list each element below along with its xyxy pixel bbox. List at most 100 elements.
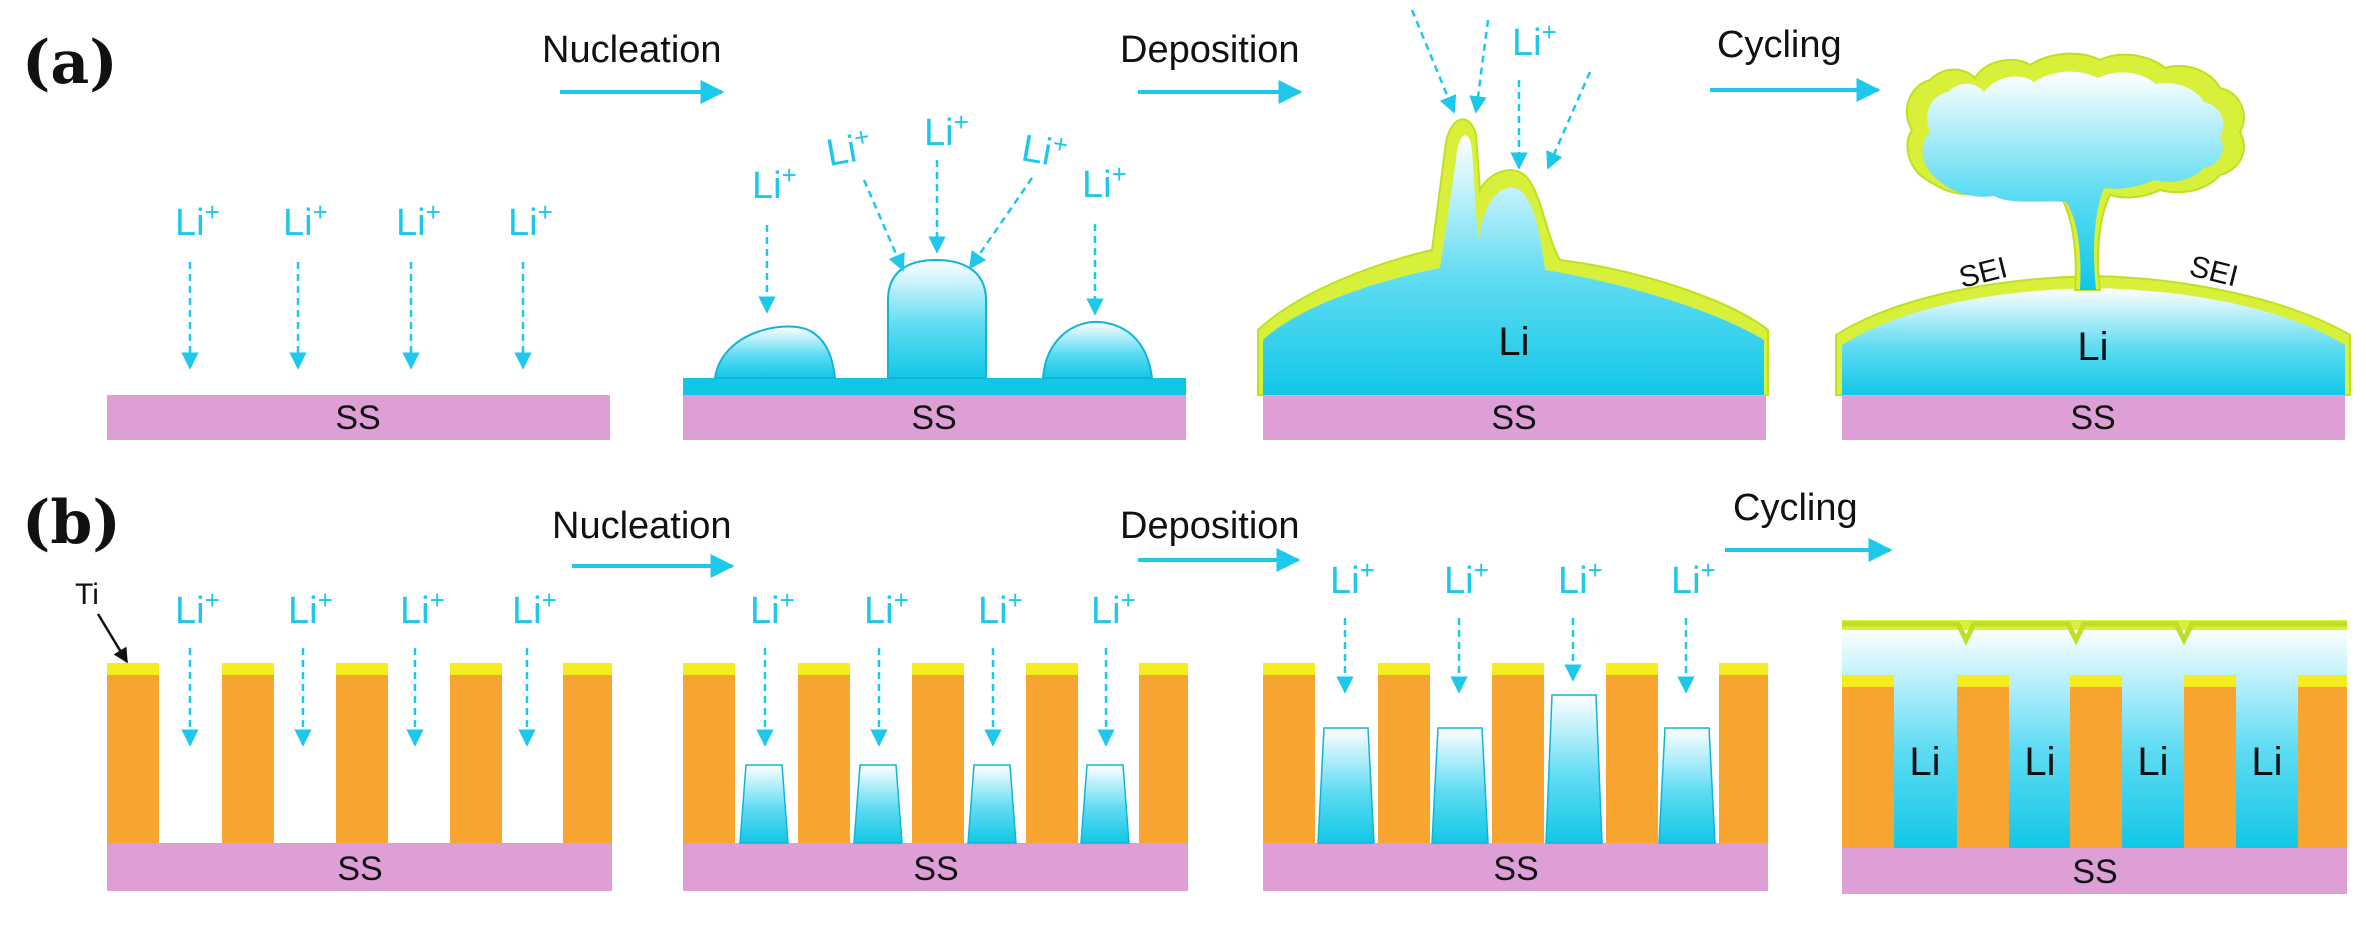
li-ion-label: Li+ <box>1671 555 1716 602</box>
pillar-array <box>1263 663 1768 843</box>
substrate <box>683 395 1186 440</box>
pillar <box>1378 675 1430 843</box>
pillar <box>2070 687 2122 848</box>
substrate <box>683 843 1188 891</box>
ti-layer <box>1378 663 1430 675</box>
panel-b-label: (b) <box>22 488 121 558</box>
pillar <box>563 675 612 843</box>
ti-layer <box>1957 675 2009 687</box>
pillar <box>1139 675 1188 843</box>
li-ion-label: Li+ <box>512 585 557 632</box>
step-b-nucleation: Nucleation <box>552 505 732 547</box>
li-ion-label: Li+ <box>288 585 333 632</box>
lithium-nucleus <box>853 764 903 844</box>
li-ion-label: Li+ <box>175 197 220 244</box>
li-ion-label: Li+ <box>1091 585 1136 632</box>
substrate-label: SS <box>1493 850 1538 888</box>
lithium-label: Li <box>1498 320 1529 364</box>
ti-layer <box>1719 663 1768 675</box>
ti-layer <box>2184 675 2236 687</box>
stage-b3: SS Li+ Li+ Li+ Li+ <box>1263 555 1768 891</box>
stage-a2: SS Li+ Li+ Li+ Li+ Li+ <box>683 107 1186 440</box>
lithium-nucleus <box>713 325 837 379</box>
substrate-label: SS <box>911 399 956 437</box>
pillar <box>2298 687 2347 848</box>
pillar <box>1492 675 1544 843</box>
pillar <box>107 675 159 843</box>
substrate <box>1842 848 2347 894</box>
stage-b2: SS Li+ Li+ Li+ Li+ <box>683 585 1188 891</box>
ti-label: Ti <box>75 578 99 611</box>
ti-layer <box>2298 675 2347 687</box>
lithium-label: Li <box>2251 740 2282 784</box>
li-ion-label: Li+ <box>508 197 553 244</box>
lithium-deposit <box>1842 288 2345 395</box>
panel-b: (b) Nucleation Deposition Cycling SS Ti … <box>22 487 2347 894</box>
substrate <box>107 843 612 891</box>
lithium-deposit <box>1317 727 1375 844</box>
pillar <box>1606 675 1658 843</box>
lithium-film <box>683 378 1186 395</box>
lithium-dendrite <box>1922 71 2224 290</box>
li-ion-label: Li+ <box>1082 159 1127 206</box>
step-b-deposition: Deposition <box>1120 505 1300 547</box>
substrate-label: SS <box>913 850 958 888</box>
ti-layer <box>2070 675 2122 687</box>
ion-flux-arrow <box>1410 9 1457 114</box>
lithium-deposit <box>1431 727 1489 844</box>
ion-flux-arrow <box>1546 71 1592 170</box>
ion-flux-arrow <box>1469 19 1490 114</box>
step-a-nucleation: Nucleation <box>542 29 722 71</box>
step-a-cycling: Cycling <box>1717 24 1842 66</box>
substrate <box>107 395 610 440</box>
lithium-label: Li <box>2077 325 2108 369</box>
step-a-deposition: Deposition <box>1120 29 1300 71</box>
li-ion-label: Li+ <box>1330 555 1375 602</box>
li-ion-label: Li+ <box>978 585 1023 632</box>
ti-pointer-arrow <box>96 613 129 664</box>
ti-layer <box>683 663 735 675</box>
stage-b4: SS Li Li Li Li <box>1842 620 2347 894</box>
li-ion-label: Li+ <box>752 160 797 207</box>
li-ion-label: Li+ <box>175 585 220 632</box>
pillar <box>1957 687 2009 848</box>
pillar-array <box>107 663 612 843</box>
pillar-array <box>1842 675 2347 848</box>
substrate-label: SS <box>335 399 380 437</box>
li-ion-label: Li+ <box>396 197 441 244</box>
pillar <box>1842 687 1894 848</box>
ti-layer <box>1492 663 1544 675</box>
pillar <box>2184 687 2236 848</box>
li-ion-label: Li+ <box>864 585 909 632</box>
pillar <box>798 675 850 843</box>
lithium-nucleus <box>1080 764 1130 844</box>
ion-group: Li+ Li+ Li+ Li+ <box>175 197 553 370</box>
stage-a3: SS Li Li+ <box>1257 9 1769 440</box>
stage-a1: SS Li+ Li+ Li+ Li+ <box>107 197 610 440</box>
ion-flux-arrow <box>968 177 1034 270</box>
li-ion-label: Li+ <box>924 107 969 154</box>
lithium-nucleus <box>1041 320 1154 379</box>
lithium-label: Li <box>1909 740 1940 784</box>
ti-layer <box>563 663 612 675</box>
ion-group: Li+ Li+ Li+ Li+ <box>1330 555 1716 694</box>
li-ion-label: Li+ <box>1512 17 1557 64</box>
ti-layer <box>450 663 502 675</box>
lithium-label: Li <box>2137 740 2168 784</box>
ti-layer <box>1026 663 1078 675</box>
step-b-cycling: Cycling <box>1733 487 1858 529</box>
stage-a4: SS SEI SEI Li <box>1835 52 2351 440</box>
pillar <box>912 675 964 843</box>
pillar <box>450 675 502 843</box>
ion-group: Li+ Li+ Li+ Li+ Li+ <box>752 107 1127 316</box>
pillar <box>1263 675 1315 843</box>
ti-layer <box>1263 663 1315 675</box>
sei-surface <box>1842 621 2347 646</box>
ion-group: Li+ Li+ Li+ Li+ <box>175 585 557 747</box>
li-ion-label: Li+ <box>1444 555 1489 602</box>
lithium-label: Li <box>2024 740 2055 784</box>
substrate-label: SS <box>2072 853 2117 891</box>
substrate <box>1263 395 1766 440</box>
ti-layer <box>107 663 159 675</box>
substrate <box>1842 395 2345 440</box>
